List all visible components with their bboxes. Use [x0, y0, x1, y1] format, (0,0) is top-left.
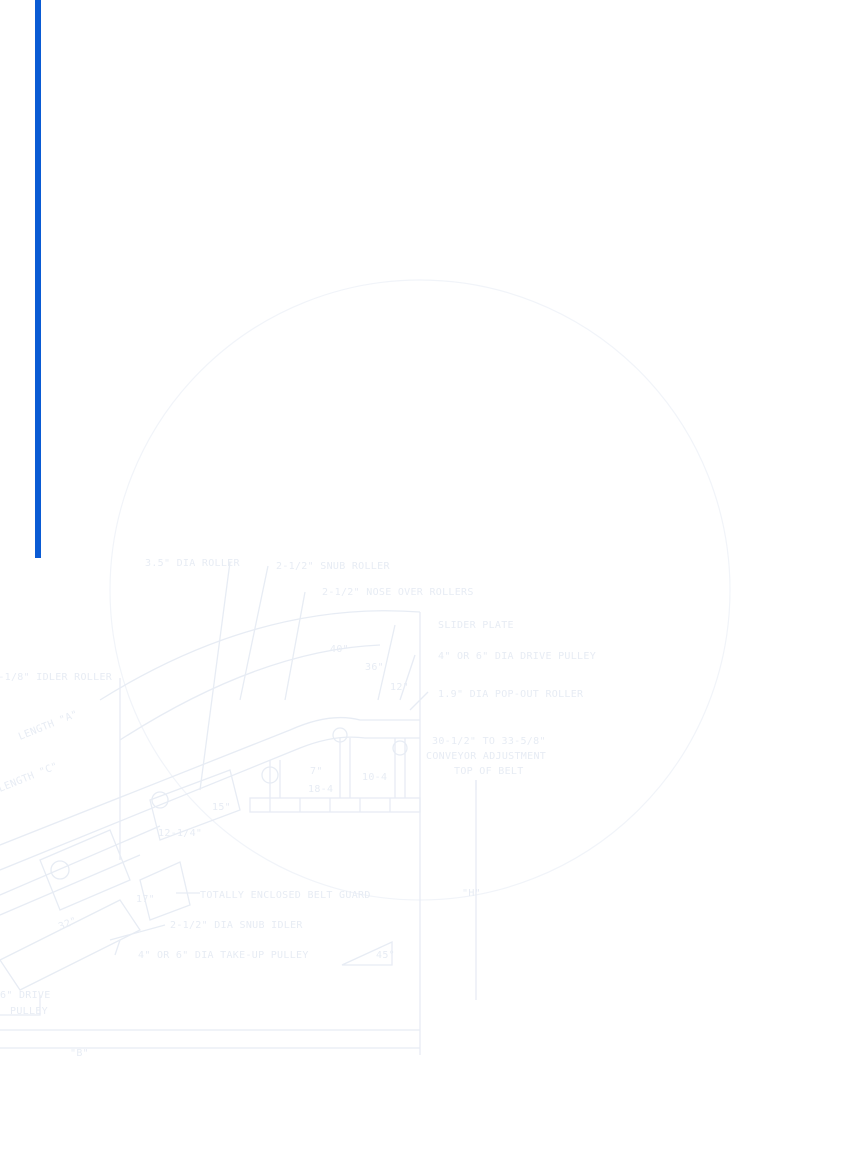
label-adjust-2: CONVEYOR ADJUSTMENT — [426, 751, 546, 762]
label-idler-roller: 1-1/8" IDLER ROLLER — [0, 672, 113, 683]
label-dim-15: 15" — [212, 802, 231, 813]
label-adjust-3: TOP OF BELT — [454, 766, 524, 777]
label-slider-plate: SLIDER PLATE — [438, 620, 514, 631]
label-dim-12: 12" — [390, 682, 409, 693]
label-length-c: LENGTH "C" — [0, 761, 60, 795]
label-dim-40: 40" — [330, 644, 349, 655]
label-belt-guard: TOTALLY ENCLOSED BELT GUARD — [200, 890, 371, 901]
label-tail-1: 6" DRIVE — [0, 990, 51, 1001]
label-dim-10: 10-4 — [362, 772, 387, 783]
label-dim-17: 17" — [136, 894, 155, 905]
drawing-linework — [0, 561, 477, 1055]
label-dim-18: 18-4 — [308, 784, 333, 795]
label-dim-36: 36" — [365, 662, 384, 673]
label-nose-over: 2-1/2" NOSE OVER ROLLERS — [322, 587, 474, 598]
label-dim-angle: 45° — [376, 950, 395, 961]
label-snub-roller: 2-1/2" SNUB ROLLER — [276, 561, 390, 572]
label-dim-h: "H" — [462, 888, 481, 899]
label-pop-out: 1.9" DIA POP-OUT ROLLER — [438, 689, 584, 700]
label-adjust-1: 30-1/2" TO 33-5/8" — [432, 736, 546, 747]
label-length-a: LENGTH "A" — [17, 709, 80, 743]
label-take-up: 4" OR 6" DIA TAKE-UP PULLEY — [138, 950, 309, 961]
label-snub-idler: 2-1/2" DIA SNUB IDLER — [170, 920, 303, 931]
label-dim-12b: 12-1/4" — [158, 828, 202, 839]
label-roller-top: 3.5" DIA ROLLER — [145, 558, 240, 569]
label-drive-pulley: 4" OR 6" DIA DRIVE PULLEY — [438, 651, 596, 662]
label-tail-2: PULLEY — [10, 1006, 48, 1017]
label-dim-32: 32" — [57, 915, 79, 932]
label-dim-b: "B" — [70, 1048, 89, 1059]
label-dim-7: 7" — [310, 766, 323, 777]
accent-bar — [35, 0, 41, 558]
